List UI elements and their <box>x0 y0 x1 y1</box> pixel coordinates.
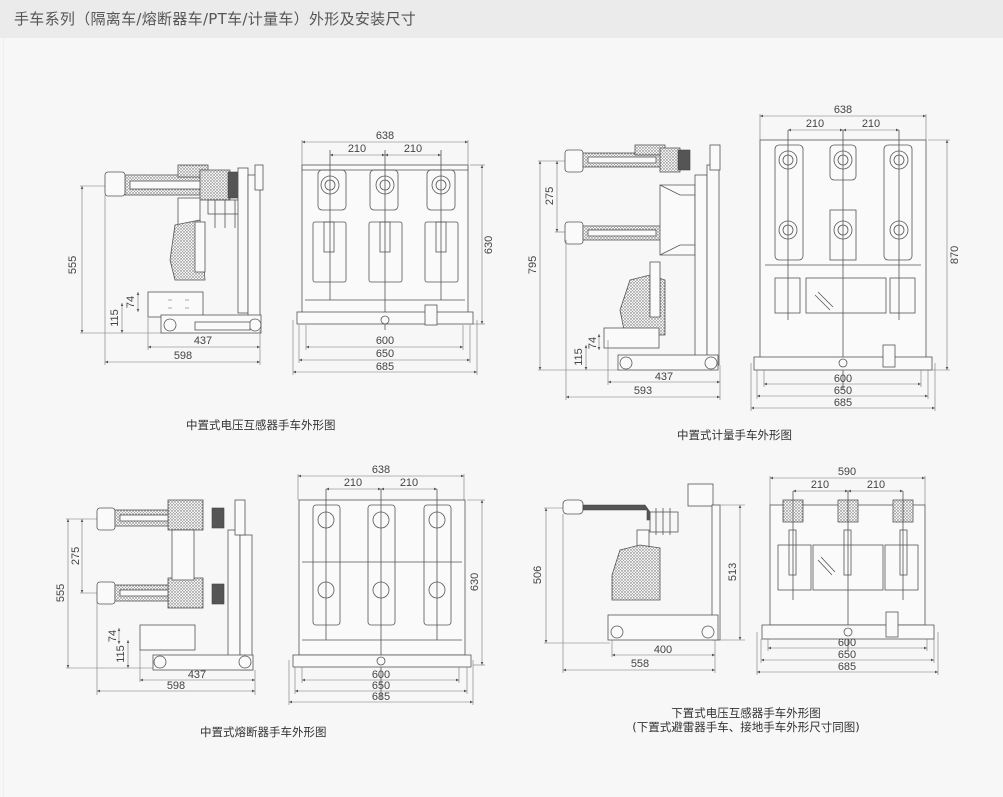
dim-210-left: 210 <box>344 477 362 489</box>
dim-210-left: 210 <box>348 143 366 155</box>
dim-74: 74 <box>587 337 599 349</box>
dim-870: 870 <box>949 246 961 264</box>
dim-650: 650 <box>834 385 852 397</box>
dim-115: 115 <box>109 309 121 327</box>
dim-555: 555 <box>67 256 79 274</box>
page-title: 手车系列（隔离车/熔断器车/PT车/计量车）外形及安装尺寸 <box>14 10 417 28</box>
dim-650: 650 <box>838 649 856 661</box>
drawing-1-front-view: 638 210 210 630 600 650 <box>292 130 495 375</box>
dim-685: 685 <box>834 397 852 409</box>
dim-638: 638 <box>834 104 852 116</box>
dim-795: 795 <box>527 256 539 274</box>
dim-593: 593 <box>634 385 652 397</box>
dim-210-left: 210 <box>811 479 829 491</box>
page-header: 手车系列（隔离车/熔断器车/PT车/计量车）外形及安装尺寸 <box>0 0 1003 38</box>
dim-650: 650 <box>372 680 390 692</box>
dim-506: 506 <box>532 566 544 584</box>
dim-590: 590 <box>838 466 856 478</box>
drawing-4-front-view: 590 210 210 600 650 685 <box>756 466 939 675</box>
dim-638: 638 <box>372 464 390 476</box>
dim-74: 74 <box>125 296 137 308</box>
dim-437: 437 <box>655 371 673 383</box>
dim-210-left: 210 <box>806 118 824 130</box>
drawing-4-side-view: 506 513 400 558 <box>532 483 745 673</box>
dim-437: 437 <box>194 335 212 347</box>
dim-685: 685 <box>372 691 390 703</box>
dim-600: 600 <box>838 637 856 649</box>
dim-598: 598 <box>167 680 185 692</box>
dim-600: 600 <box>372 669 390 681</box>
dim-513: 513 <box>727 563 739 581</box>
caption-drawing-3: 中置式熔断器手车外形图 <box>200 725 327 739</box>
dim-685: 685 <box>376 361 394 373</box>
dim-638: 638 <box>376 130 394 142</box>
dim-275: 275 <box>70 547 82 565</box>
drawing-3-front-view: 638 210 210 630 600 650 685 <box>288 464 485 705</box>
dim-210-right: 210 <box>400 477 418 489</box>
dim-600: 600 <box>376 335 394 347</box>
dim-74: 74 <box>107 630 119 642</box>
dim-275: 275 <box>544 187 556 205</box>
dim-210-right: 210 <box>404 143 422 155</box>
dim-115: 115 <box>115 645 127 663</box>
caption-drawing-2: 中置式计量手车外形图 <box>677 428 792 442</box>
caption-drawing-4: 下置式电压互感器手车外形图 (下置式避雷器手车、接地手车外形尺寸同图) <box>612 706 880 734</box>
dim-630: 630 <box>469 573 481 591</box>
dim-685: 685 <box>838 661 856 673</box>
drawing-1-side-view: 555 74 115 437 <box>67 164 264 365</box>
dim-630: 630 <box>483 236 495 254</box>
caption-drawing-4-subtitle: (下置式避雷器手车、接地手车外形尺寸同图) <box>632 720 860 734</box>
dim-555: 555 <box>55 584 67 602</box>
dim-650: 650 <box>376 348 394 360</box>
dim-598: 598 <box>174 350 192 362</box>
drawing-2-front-view: 638 210 210 870 600 650 685 <box>750 104 961 411</box>
caption-drawing-4-title: 下置式电压互感器手车外形图 <box>671 706 821 720</box>
drawing-3-side-view: 555 275 74 115 437 598 <box>55 499 256 695</box>
dim-210-right: 210 <box>862 118 880 130</box>
drawing-2-side-view: 795 275 P1 P2 74 115 <box>527 144 721 400</box>
dim-437: 437 <box>188 669 206 681</box>
caption-drawing-1: 中置式电压互感器手车外形图 <box>186 418 336 432</box>
dim-115: 115 <box>573 348 585 366</box>
dim-400: 400 <box>654 644 672 656</box>
dim-600: 600 <box>834 373 852 385</box>
dim-558: 558 <box>631 658 649 670</box>
dim-210-right: 210 <box>867 479 885 491</box>
